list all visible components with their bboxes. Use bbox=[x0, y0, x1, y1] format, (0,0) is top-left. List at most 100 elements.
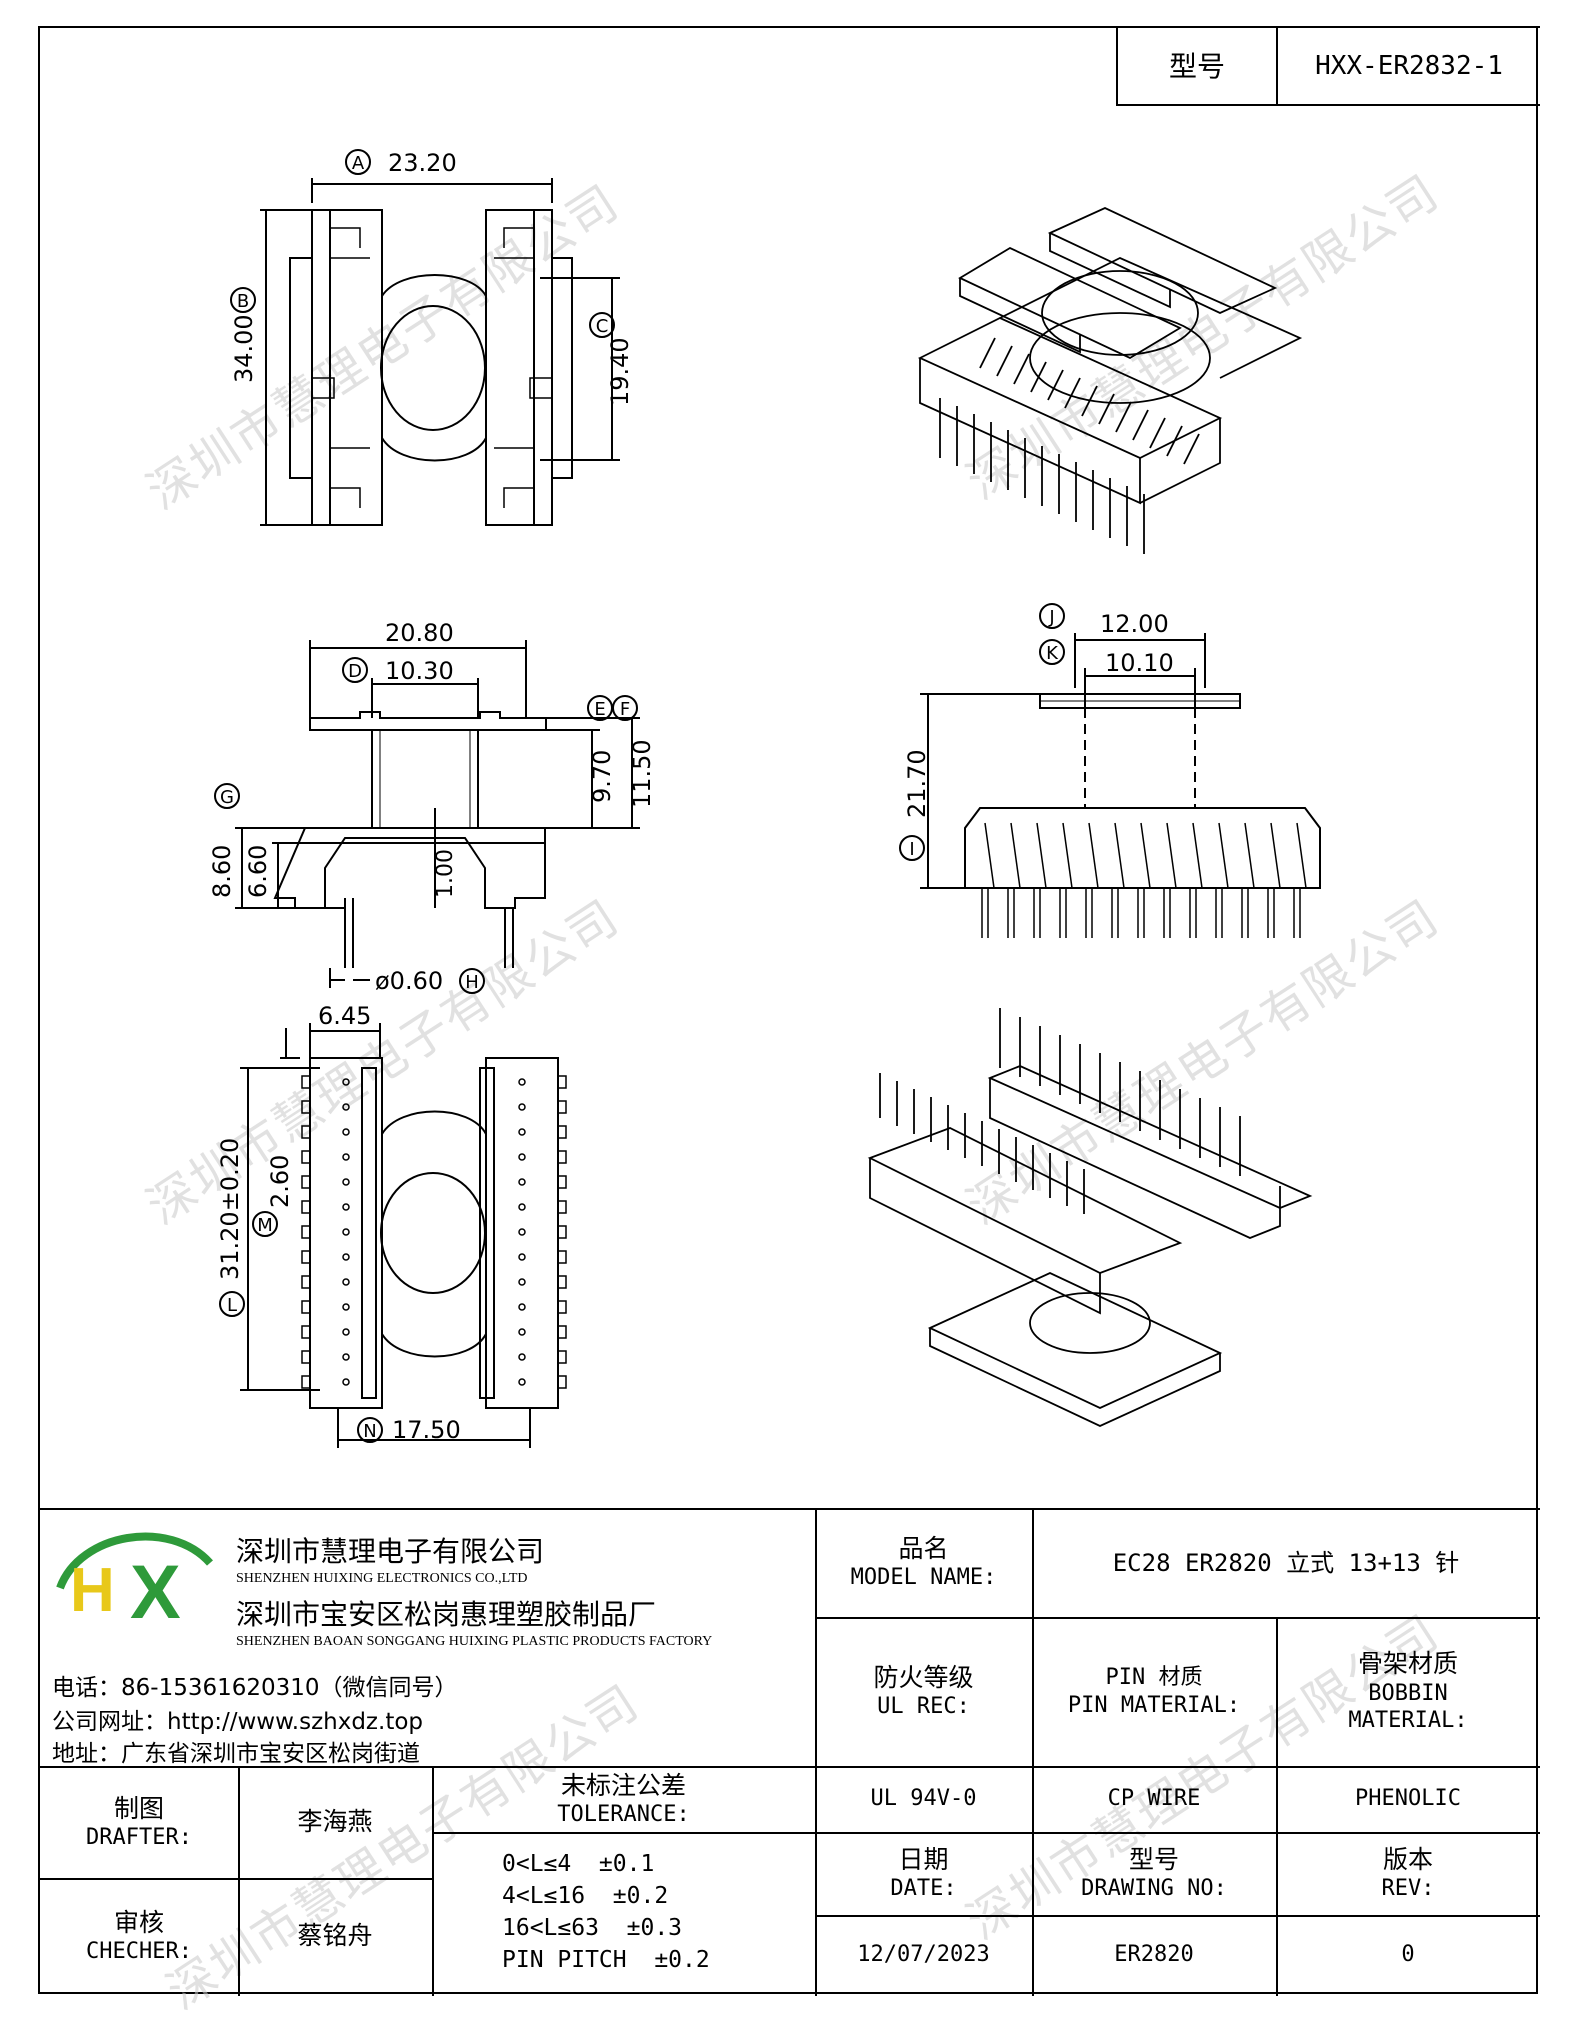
rev-value: 0 bbox=[1401, 1941, 1415, 1967]
pin-hole bbox=[518, 1378, 526, 1386]
pin-hole bbox=[342, 1153, 350, 1161]
pin-hole bbox=[342, 1078, 350, 1086]
pin-slot bbox=[1010, 822, 1021, 889]
label-K: K bbox=[1046, 643, 1059, 664]
pin-slot bbox=[1013, 353, 1030, 385]
pin-slot bbox=[301, 1075, 310, 1089]
label-D: D bbox=[348, 661, 362, 682]
dim-G2: 6.60 bbox=[244, 845, 272, 898]
pin-slot bbox=[1098, 393, 1115, 425]
tolerance-line: 16<L≤63 ±0.3 bbox=[502, 1915, 683, 1941]
pin-slot bbox=[558, 1100, 567, 1114]
drawing-no-label: 型号 DRAWING NO: bbox=[1081, 1845, 1227, 1902]
pin-slot bbox=[1166, 822, 1177, 889]
model-name-label: 品名 MODEL NAME: bbox=[850, 1534, 997, 1591]
pin-slot bbox=[1132, 409, 1149, 441]
dim-B: 34.00 bbox=[230, 314, 258, 383]
pin-hole bbox=[518, 1278, 526, 1286]
logo-letter-x: X bbox=[130, 1550, 181, 1633]
technical-drawing: A 23.20 B 34.00 C 19.40 bbox=[208, 149, 1321, 1448]
pin-slot bbox=[1218, 822, 1229, 889]
dim-H: ø0.60 bbox=[375, 967, 443, 995]
pin-hole bbox=[518, 1103, 526, 1111]
pin-hole bbox=[342, 1178, 350, 1186]
pin-slot bbox=[979, 337, 996, 369]
pin-hole bbox=[342, 1128, 350, 1136]
company-website: 公司网址：http://www.szhxdz.top bbox=[52, 1709, 424, 1735]
tolerance-line: 4<L≤16 ±0.2 bbox=[502, 1883, 669, 1909]
front-view: 20.80 D 10.30 bbox=[208, 619, 656, 995]
pin-hole bbox=[342, 1278, 350, 1286]
pin-slot bbox=[301, 1250, 310, 1264]
pin-slot bbox=[301, 1300, 310, 1314]
company-address: 地址：广东省深圳市宝安区松岗街道 bbox=[52, 1741, 420, 1767]
pin-slot bbox=[984, 822, 995, 889]
checker-value: 蔡铭舟 bbox=[297, 1921, 373, 1951]
dim-gap: 1.00 bbox=[433, 849, 458, 898]
side-view: J 12.00 K 10.10 I 21.70 bbox=[899, 603, 1321, 938]
isometric-bottom-view bbox=[867, 1008, 1313, 1427]
label-J: J bbox=[1048, 607, 1054, 628]
company-name-cn: 深圳市慧理电子有限公司 bbox=[236, 1535, 545, 1568]
ul-rec-value: UL 94V-0 bbox=[870, 1786, 977, 1812]
pin-slot bbox=[1270, 822, 1281, 889]
pin-hole bbox=[342, 1253, 350, 1261]
model-value: HXX-ER2832-1 bbox=[1276, 26, 1540, 106]
drawing-sheet: 型号 HXX-ER2832-1 深圳市慧理电子有限公司 深圳市慧理电子有限公司 … bbox=[38, 26, 1540, 2021]
pin-slot bbox=[301, 1275, 310, 1289]
pin-slot bbox=[1088, 822, 1099, 889]
pin-slot bbox=[1115, 401, 1132, 433]
bobbin-material-label: 骨架材质 BOBBIN MATERIAL: bbox=[1348, 1649, 1468, 1734]
pin-slot bbox=[1192, 822, 1203, 889]
pin-slot bbox=[558, 1075, 567, 1089]
checker-label: 审核 CHECHER: bbox=[86, 1907, 192, 1964]
pin-hole bbox=[342, 1303, 350, 1311]
pin-hole bbox=[342, 1328, 350, 1336]
bottom-view: 6.45 L 31.20±0.20 M 2.60 bbox=[216, 1002, 567, 1448]
pin-slot bbox=[1114, 822, 1125, 889]
pin-slot bbox=[558, 1175, 567, 1189]
factory-name-cn: 深圳市宝安区松岗惠理塑胶制品厂 bbox=[236, 1598, 657, 1631]
drafter-value: 李海燕 bbox=[297, 1807, 373, 1837]
pin-slot bbox=[1047, 369, 1064, 401]
dim-M: 2.60 bbox=[266, 1155, 294, 1208]
pin-slot bbox=[301, 1150, 310, 1164]
pin-hole bbox=[518, 1153, 526, 1161]
pin-slot bbox=[1062, 822, 1073, 889]
pin-slot bbox=[301, 1100, 310, 1114]
label-H: H bbox=[465, 972, 479, 993]
pin-slot bbox=[1183, 433, 1200, 465]
label-G: G bbox=[220, 787, 234, 808]
label-N: N bbox=[363, 1421, 376, 1442]
pin-slot bbox=[1081, 385, 1098, 417]
label-C: C bbox=[596, 316, 609, 337]
dim-F: 11.50 bbox=[628, 739, 656, 808]
dim-K: 10.10 bbox=[1105, 649, 1174, 677]
bobbin-material-value: PHENOLIC bbox=[1355, 1786, 1461, 1812]
tolerance-table: 0<L≤4 ±0.1 4<L≤16 ±0.2 16<L≤63 ±0.3 PIN … bbox=[502, 1848, 710, 1976]
pin-slot bbox=[301, 1375, 310, 1389]
dim-D: 10.30 bbox=[385, 657, 454, 685]
dim-pin-offset: 6.45 bbox=[318, 1002, 371, 1030]
pin-slot bbox=[558, 1300, 567, 1314]
pin-hole bbox=[518, 1203, 526, 1211]
top-view: A 23.20 B 34.00 C 19.40 bbox=[230, 149, 634, 526]
pin-slot bbox=[1244, 822, 1255, 889]
pin-slot bbox=[558, 1325, 567, 1339]
pin-hole bbox=[518, 1303, 526, 1311]
label-B: B bbox=[237, 291, 249, 312]
dim-I: 21.70 bbox=[903, 749, 931, 818]
pin-hole bbox=[518, 1253, 526, 1261]
pin-slot bbox=[1149, 417, 1166, 449]
pin-slot bbox=[558, 1375, 567, 1389]
pin-slot bbox=[558, 1150, 567, 1164]
pin-hole bbox=[518, 1353, 526, 1361]
factory-name-en: SHENZHEN BAOAN SONGGANG HUIXING PLASTIC … bbox=[236, 1634, 713, 1649]
pin-hole bbox=[518, 1128, 526, 1136]
pin-slot bbox=[1064, 377, 1081, 409]
tolerance-line: 0<L≤4 ±0.1 bbox=[502, 1851, 655, 1877]
pin-hole bbox=[518, 1078, 526, 1086]
pin-hole bbox=[342, 1353, 350, 1361]
isometric-top-view bbox=[917, 207, 1303, 554]
label-L: L bbox=[227, 1295, 237, 1316]
